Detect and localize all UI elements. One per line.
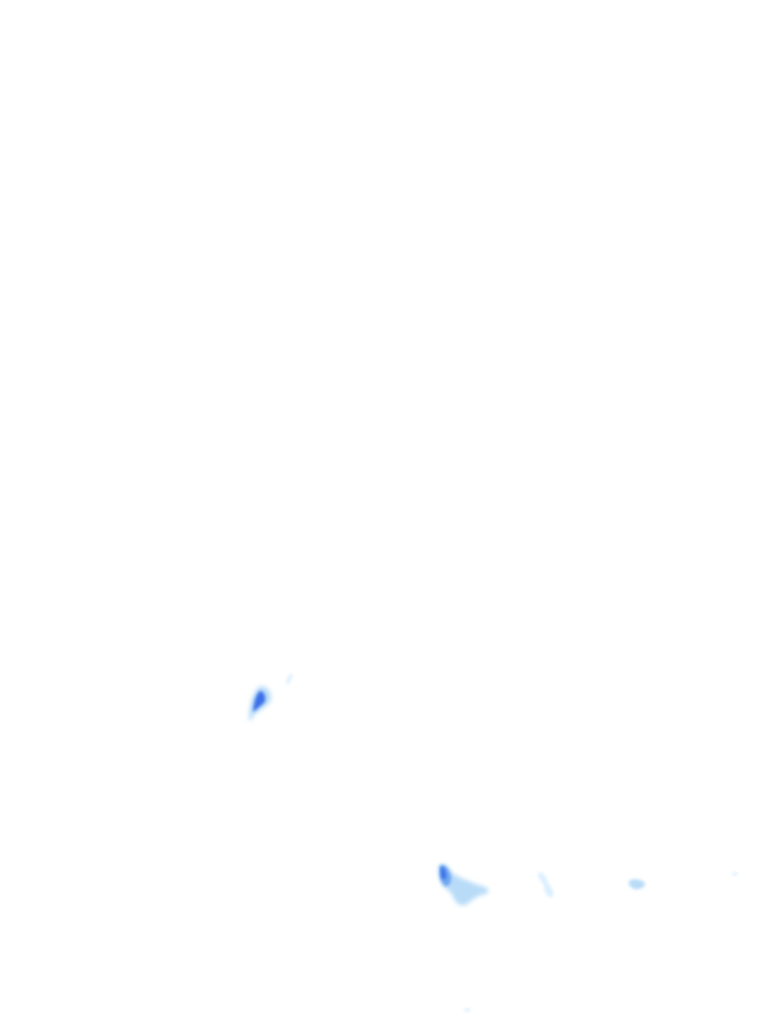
precipitation-cell-bottom-core [441,866,446,880]
precipitation-speck-upper [286,673,293,685]
precipitation-cell-bottom [438,864,489,906]
precipitation-speck-right-shape [732,872,738,876]
precipitation-cell-small-shape [537,872,554,898]
precipitation-speck-bottom [464,1008,470,1012]
precipitation-speck-bottom-shape [464,1008,470,1012]
precipitation-cell-bottom-outer [438,864,489,906]
precipitation-cell-right-shape [628,879,646,890]
precipitation-speck-upper-shape [286,673,293,685]
precipitation-cell-right [628,879,646,890]
precipitation-cell-left-core [253,691,266,711]
precipitation-speck-right [732,872,738,876]
precipitation-cell-small [537,872,554,898]
precipitation-cell-left [249,686,272,721]
